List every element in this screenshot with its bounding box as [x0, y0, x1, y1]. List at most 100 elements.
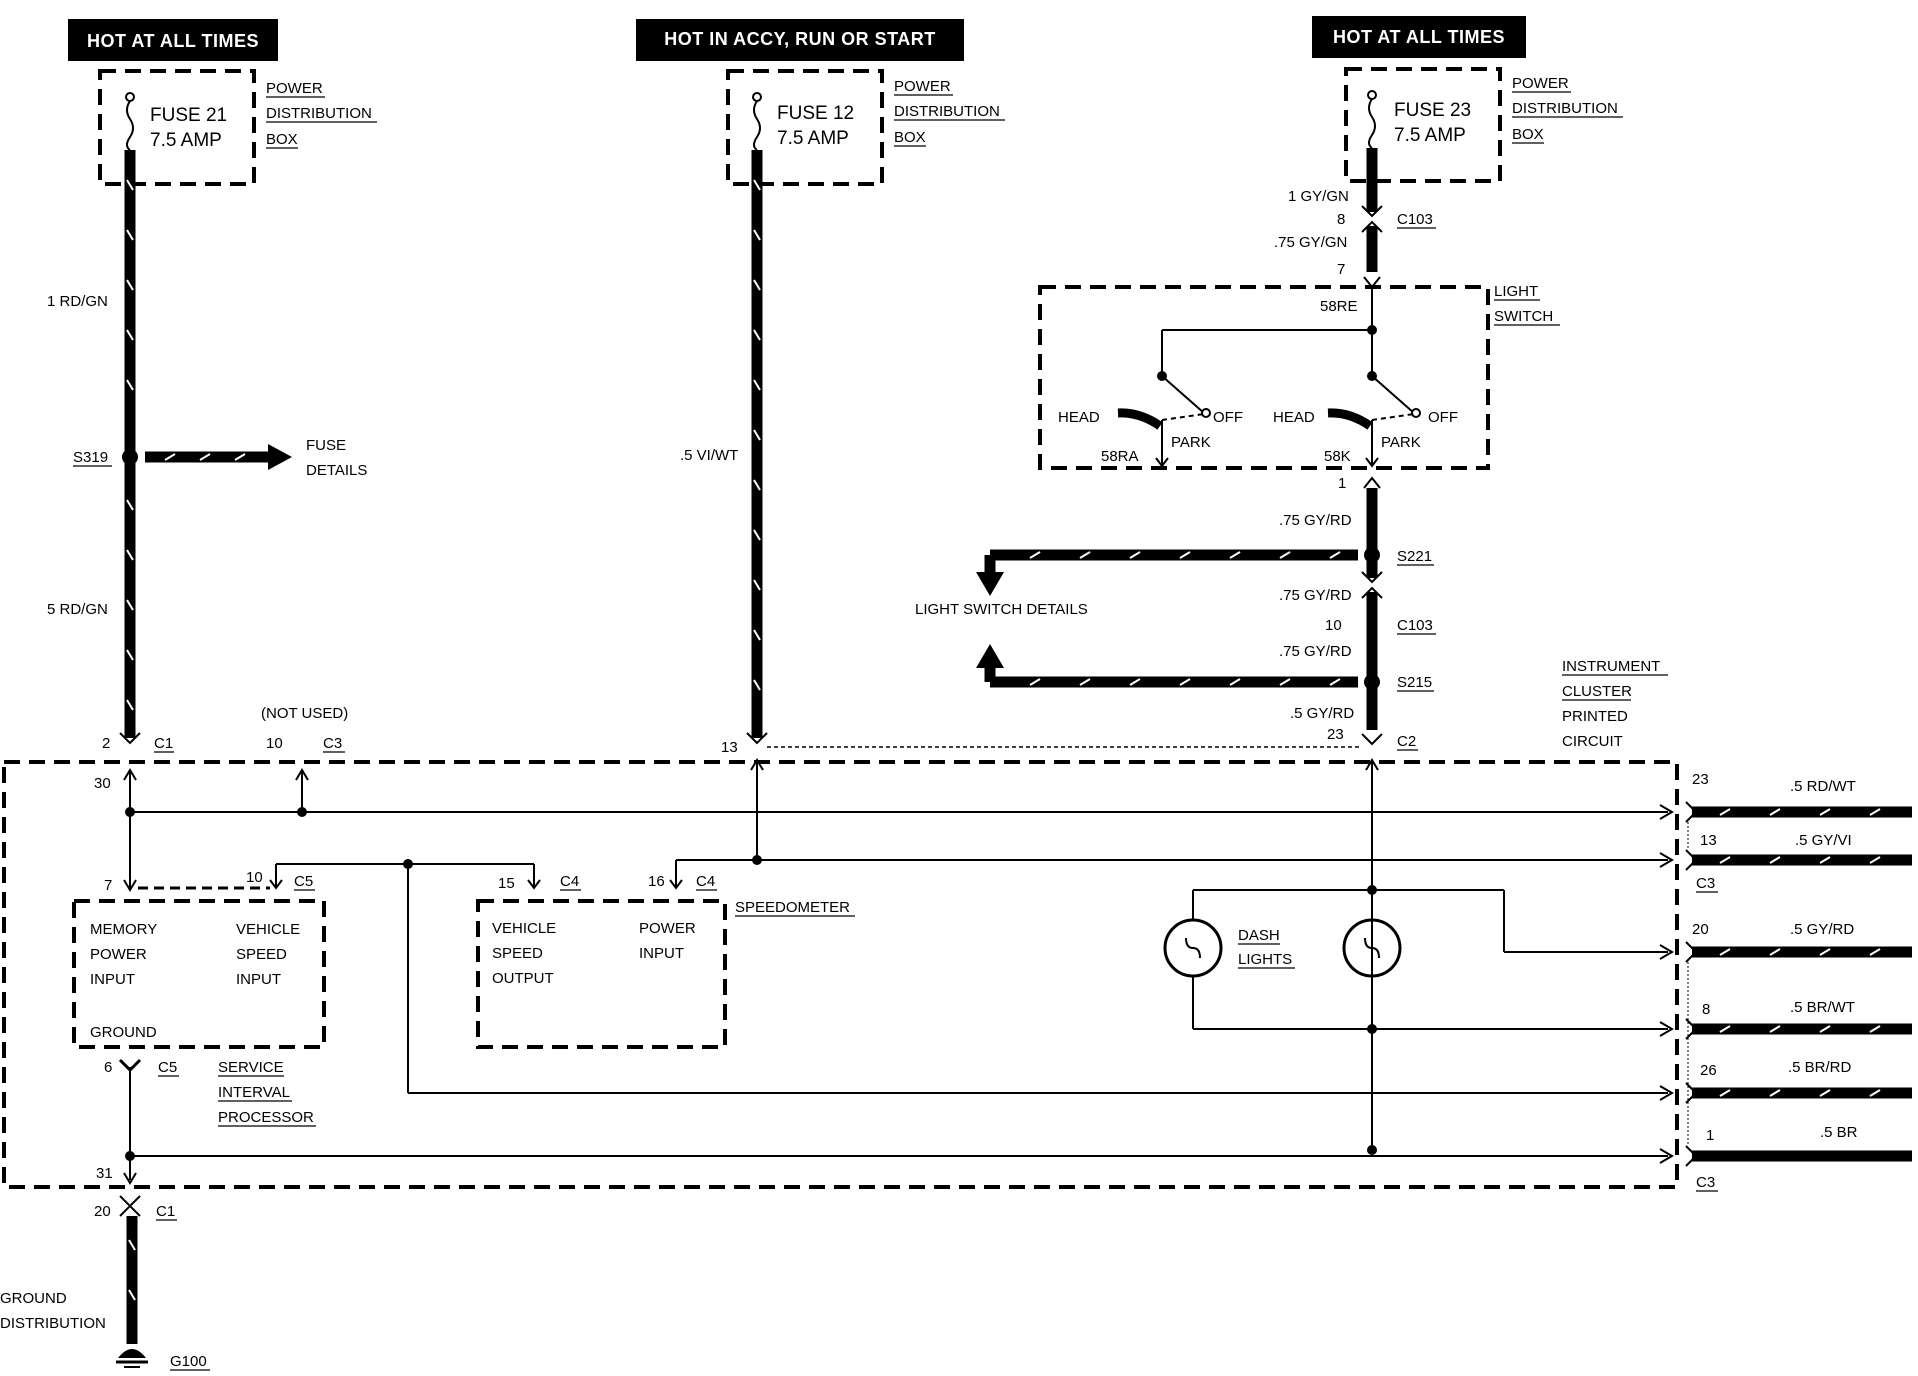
sip-name: PROCESSOR	[218, 1109, 314, 1126]
ground-distribution-label: DISTRIBUTION	[0, 1315, 106, 1332]
pin-23-top: 23	[1327, 726, 1344, 743]
header-label: HOT AT ALL TIMES	[1333, 27, 1505, 47]
cluster-label: CIRCUIT	[1562, 733, 1623, 750]
head-contact-left	[1117, 408, 1163, 430]
pin-30: 30	[94, 775, 111, 792]
speedo-vso: VEHICLE	[492, 920, 556, 937]
connector-c3-bottom: C3	[1696, 1174, 1715, 1191]
pin-8: 8	[1337, 211, 1345, 228]
output-wire-13	[1692, 854, 1912, 866]
cluster-label: INSTRUMENT	[1562, 658, 1660, 675]
header-hot-at-all-times-right: HOT AT ALL TIMES	[1312, 16, 1526, 58]
splice-s319-dot	[122, 449, 138, 465]
fuse-23-box	[1344, 67, 1502, 183]
output-wire-label: .5 GY/RD	[1790, 921, 1854, 938]
sip-name: INTERVAL	[218, 1084, 290, 1101]
pdb-line: POWER	[1512, 75, 1569, 92]
speedometer-box	[476, 899, 727, 1049]
output-pin: 23	[1692, 771, 1709, 788]
fuse-12-box	[726, 69, 884, 186]
header-hot-at-all-times-left: HOT AT ALL TIMES	[68, 19, 278, 61]
cluster-label: CLUSTER	[1562, 683, 1632, 700]
pdb-label-left: POWER DISTRIBUTION BOX	[266, 80, 377, 149]
speedo-power: INPUT	[639, 945, 684, 962]
speedo-vso: OUTPUT	[492, 970, 554, 987]
pdb-line: BOX	[1512, 126, 1544, 143]
pin-16: 16	[648, 873, 665, 890]
ground-distribution-label: GROUND	[0, 1290, 67, 1307]
connector-c4-vso: C4	[560, 873, 579, 890]
fuse-12-name: FUSE 12	[777, 103, 854, 124]
terminal-58re: 58RE	[1320, 298, 1358, 315]
pdb-line: DISTRIBUTION	[894, 103, 1000, 120]
dash-lights-label: LIGHTS	[1238, 951, 1292, 968]
connector-c5-sip: C5	[294, 873, 313, 890]
fuse-23-name: FUSE 23	[1394, 100, 1471, 121]
light-switch-title: SWITCH	[1494, 308, 1553, 325]
fuse-21-rating: 7.5 AMP	[150, 130, 222, 151]
wire-label-5-vi-wt: .5 VI/WT	[680, 447, 738, 464]
wire-fuse23-to-light-switch	[1361, 148, 1383, 289]
wire-label-5-rd-gn: 5 RD/GN	[47, 601, 108, 618]
pin-7-sip: 7	[104, 877, 112, 894]
wire-label-1-rd-gn: 1 RD/GN	[47, 293, 108, 310]
connector-c4-power: C4	[696, 873, 715, 890]
connector-c103-top: C103	[1397, 211, 1433, 228]
dash-lights-label: DASH	[1238, 927, 1280, 944]
speedo-vso: SPEED	[492, 945, 543, 962]
fuse-symbols	[125, 90, 1377, 151]
output-wire-label: .5 GY/VI	[1795, 832, 1852, 849]
pdb-line: DISTRIBUTION	[266, 105, 372, 122]
ground-g100: G100	[170, 1353, 207, 1370]
connector-c3-mid: C3	[1696, 875, 1715, 892]
fuse-details-label: DETAILS	[306, 462, 367, 479]
output-wire-26	[1692, 1087, 1912, 1099]
pin-20: 20	[94, 1203, 111, 1220]
off-label-right: OFF	[1428, 409, 1458, 426]
pin-31: 31	[96, 1165, 113, 1182]
wire-fuse12-to-c2	[751, 150, 763, 738]
sip-vehicle: VEHICLE	[236, 921, 300, 938]
terminal-58k: 58K	[1324, 448, 1351, 465]
fuse-21-name: FUSE 21	[150, 105, 227, 126]
pdb-line: DISTRIBUTION	[1512, 100, 1618, 117]
pin-15: 15	[498, 875, 515, 892]
cluster-internal-traces	[118, 758, 1674, 1185]
light-switch-details-arrow-1[interactable]	[976, 549, 1358, 596]
dash-light-bulbs	[1163, 918, 1402, 978]
light-switch-details-arrow-2[interactable]	[976, 644, 1358, 688]
splice-s319-label: S319	[73, 449, 108, 466]
output-wire-8	[1692, 1023, 1912, 1035]
ground-wire	[119, 1195, 141, 1344]
output-connector-brackets	[1685, 801, 1698, 1167]
fuse-23-rating: 7.5 AMP	[1394, 125, 1466, 146]
service-interval-processor-box	[72, 899, 326, 1049]
pin-10-sip: 10	[246, 869, 263, 886]
fuse-details-label: FUSE	[306, 437, 346, 454]
output-wire-label: .5 BR	[1820, 1124, 1858, 1141]
fuse-details-arrow[interactable]	[145, 444, 292, 470]
connector-c103-bottom: C103	[1397, 617, 1433, 634]
wire-light-switch-to-c2	[1361, 476, 1383, 746]
speedo-power: POWER	[639, 920, 696, 937]
wire-label-75-gy-rd-2: .75 GY/RD	[1279, 587, 1352, 604]
sip-memory: MEMORY	[90, 921, 157, 938]
park-label-right: PARK	[1381, 434, 1421, 451]
sip-name: SERVICE	[218, 1059, 284, 1076]
header-label: HOT IN ACCY, RUN OR START	[664, 29, 936, 49]
cluster-label: PRINTED	[1562, 708, 1628, 725]
instrument-cluster-box	[2, 760, 1679, 1189]
pdb-label-right: POWER DISTRIBUTION BOX	[1512, 75, 1623, 144]
sip-vehicle: SPEED	[236, 946, 287, 963]
connector-c1-ground: C1	[156, 1203, 175, 1220]
output-wire-20	[1692, 946, 1912, 958]
terminal-58ra: 58RA	[1101, 448, 1139, 465]
splice-s215-label: S215	[1397, 674, 1432, 691]
light-switch-title: LIGHT	[1494, 283, 1538, 300]
wire-label-75-gy-gn: .75 GY/GN	[1274, 234, 1347, 251]
pdb-line: POWER	[894, 78, 951, 95]
head-contact-right	[1327, 408, 1373, 430]
pin-10-c3: 10	[266, 735, 283, 752]
speedometer-label: SPEEDOMETER	[735, 899, 850, 916]
